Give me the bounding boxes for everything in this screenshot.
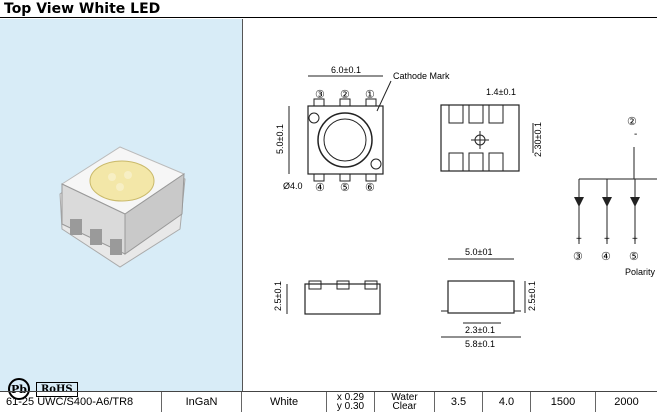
overall-width-dim: 5.8±0.1 xyxy=(465,339,495,349)
circuit-pin-4-label: ④ xyxy=(601,251,611,263)
vf-typ-cell: 3.5 xyxy=(435,392,483,412)
pin-6-label: ⑥ xyxy=(365,182,375,194)
product-photo-panel: Pb RoHS xyxy=(0,19,243,400)
page-title: Top View White LED xyxy=(0,0,657,18)
spec-row: 61-25 UWC/S400-A6/TR8 InGaN White x 0.29… xyxy=(0,391,657,412)
vf-max-cell: 4.0 xyxy=(483,392,531,412)
pin-3-label: ③ xyxy=(315,89,325,101)
right-side-height-dim: 2.5±0.1 xyxy=(527,281,537,311)
top-width-dim: 6.0±0.1 xyxy=(331,65,361,75)
iv-typ-cell: 2000 xyxy=(614,396,639,408)
circuit-plus-4: + xyxy=(604,234,610,245)
cathode-mark-label: Cathode Mark xyxy=(393,71,450,81)
rohs-badge: RoHS xyxy=(36,381,78,397)
circuit-plus-3: + xyxy=(576,234,582,245)
lens-line-1: Water xyxy=(391,392,418,403)
lead-free-icon: Pb xyxy=(8,378,30,400)
material-cell: InGaN xyxy=(162,392,242,412)
chromaticity-cell: x 0.29 y 0.30 xyxy=(327,392,375,412)
side-view-height-dim: 2.5±0.1 xyxy=(273,281,283,311)
dimension-drawing: 6.0±0.1 Cathode Mark ③ ② ① ④ ⑤ ⑥ Ø4.0 5.… xyxy=(273,65,657,349)
circuit-pin-3-label: ③ xyxy=(573,251,583,263)
compliance-badges: Pb RoHS xyxy=(8,378,78,400)
diameter-dim: Ø4.0 xyxy=(283,181,303,191)
dimension-drawing-panel: 6.0±0.1 Cathode Mark ③ ② ① ④ ⑤ ⑥ Ø4.0 5.… xyxy=(243,19,657,391)
chromaticity-x: x 0.29 xyxy=(336,392,365,403)
bottom-width-dim: 5.0±01 xyxy=(465,247,492,257)
polarity-label: Polarity xyxy=(625,267,656,277)
lens-cell: Water Clear xyxy=(375,392,435,412)
base-width-dim: 2.3±0.1 xyxy=(465,325,495,335)
led-package-illustration xyxy=(59,146,186,268)
circuit-minus: - xyxy=(634,129,637,140)
iv-min-cell: 1500 xyxy=(531,392,596,412)
part-number-cell: 61-25 UWC/S400-A6/TR8 xyxy=(0,392,162,412)
pin-pitch-dim: 1.4±0.1 xyxy=(486,87,516,97)
circuit-pin-2-label: ② xyxy=(627,116,637,128)
pin-1-label: ① xyxy=(365,89,375,101)
circuit-pin-5-label: ⑤ xyxy=(629,251,639,263)
pad-height-dim: 2.30±0.1 xyxy=(533,122,543,157)
side-height-dim: 5.0±0.1 xyxy=(275,124,285,154)
pin-2-label: ② xyxy=(340,89,350,101)
chromaticity-y: y 0.30 xyxy=(336,401,365,412)
pin-4-label: ④ xyxy=(315,182,325,194)
lens-line-2: Clear xyxy=(392,401,417,412)
circuit-plus-5: + xyxy=(632,234,638,245)
color-cell: White xyxy=(242,392,327,412)
pin-5-label: ⑤ xyxy=(340,182,350,194)
